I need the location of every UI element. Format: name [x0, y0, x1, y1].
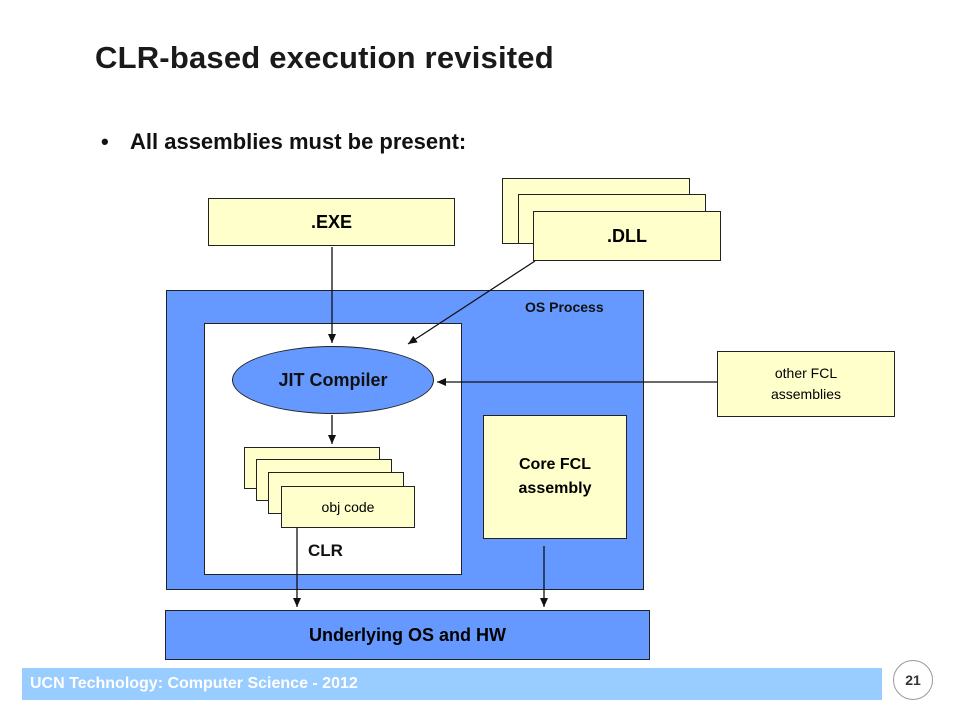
exe-label: .EXE [310, 211, 353, 232]
slide-title: CLR-based execution revisited [95, 40, 554, 75]
jit-compiler-label: JIT Compiler [278, 369, 388, 390]
obj-code-label: obj code [321, 499, 375, 515]
os-process-label: OS Process [525, 299, 604, 315]
core-fcl-label: Core FCL assembly [518, 456, 592, 497]
footer-text: UCN Technology: Computer Science - 2012 [30, 675, 358, 692]
obj-code-box-front: obj code [281, 486, 415, 528]
underlying-os-label: Underlying OS and HW [308, 624, 506, 645]
footer-bar [22, 668, 882, 700]
underlying-os-box: Underlying OS and HW [165, 610, 650, 660]
dll-to-jit-arrow [407, 260, 536, 345]
jit-compiler-ellipse: JIT Compiler [232, 346, 434, 414]
bullet-marker: • [101, 129, 109, 154]
page-number-label: 21 [905, 672, 921, 688]
page-number: 21 [893, 660, 933, 700]
clr-label: CLR [308, 541, 343, 560]
bullet-text: All assemblies must be present: [130, 129, 467, 154]
core-fcl-box: Core FCL assembly [483, 415, 627, 539]
other-fcl-label: other FCL assemblies [770, 365, 842, 402]
exe-box: .EXE [208, 198, 455, 246]
dll-label: .DLL [607, 225, 647, 246]
other-fcl-box: other FCL assemblies [717, 351, 895, 417]
dll-box-front: .DLL [533, 211, 721, 261]
